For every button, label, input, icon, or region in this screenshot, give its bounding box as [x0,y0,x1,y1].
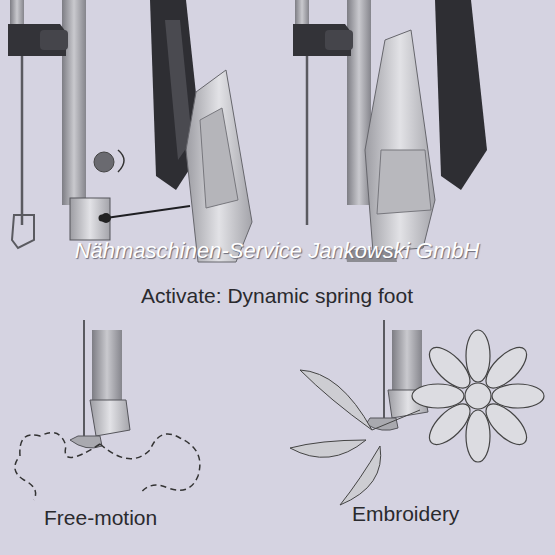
watermark: Nähmaschinen-Service Jankowski GmbH [75,238,480,264]
mode-label: Free-motion [44,506,157,530]
free-motion-sketch [15,320,200,500]
mode-label: Embroidery [352,502,459,526]
attached-step [293,0,487,262]
embroidery-sketch [290,320,544,505]
heading-label: Activate: Dynamic spring foot [141,284,413,308]
attach-step [8,0,252,262]
